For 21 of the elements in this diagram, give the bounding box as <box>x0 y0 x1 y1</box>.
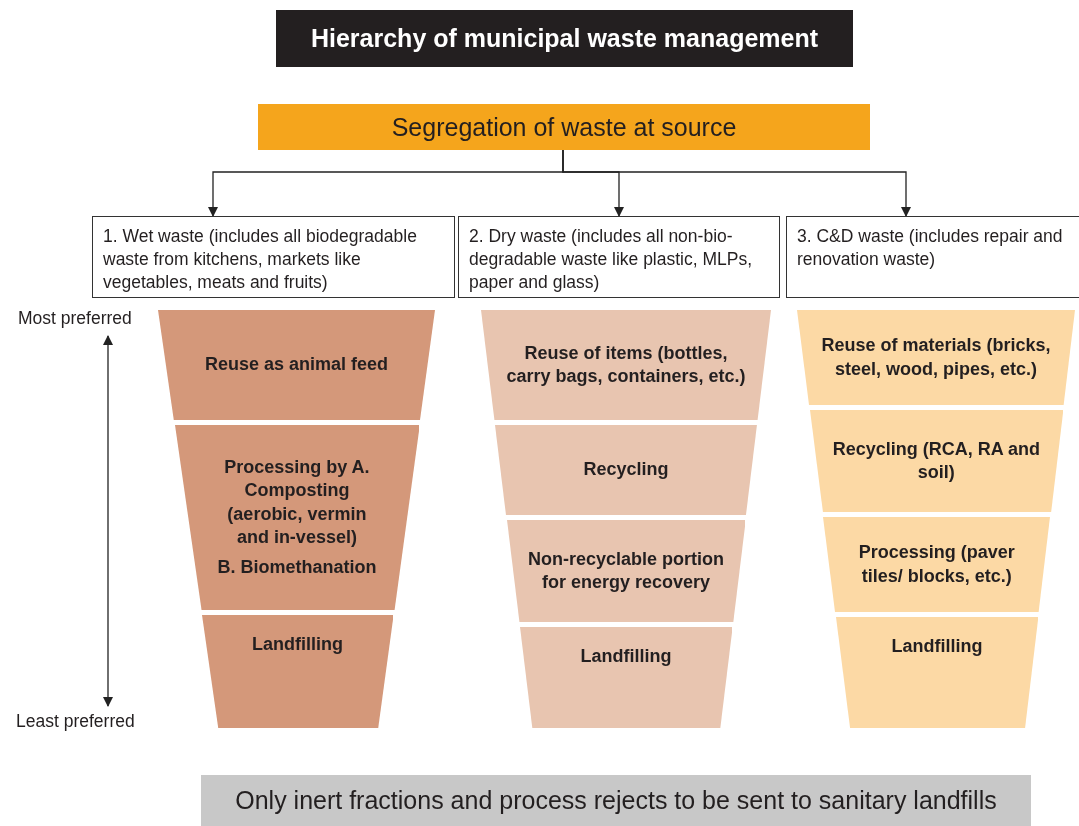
step-text: Landfilling <box>891 635 983 658</box>
step-text: Reuse of items (bottles, carry bags, containers, etc.) <box>505 341 747 388</box>
step-text: Reuse as animal feed <box>204 353 389 377</box>
step-text: Recycling (RCA, RA and soil) <box>831 437 1042 484</box>
category-box: 1. Wet waste (includes all biodegradable waste from kitchens, markets like vegetables, meats and fruits) <box>92 216 455 298</box>
step-text: Non-recyclable portion for energy recovery <box>527 547 725 594</box>
header-box: Segregation of waste at source <box>258 104 870 150</box>
step-text: Processing (paver tiles/ blocks, etc.) <box>857 541 1016 588</box>
step-text: Landfilling <box>252 633 344 656</box>
category-box: 2. Dry waste (includes all non-bio-degradable waste like plastic, MLPs, paper and glass) <box>458 216 780 298</box>
arrow <box>562 149 911 217</box>
scale-label: Least preferred <box>16 711 135 732</box>
step-text: Reuse of materials (bricks, steel, wood, pipes, etc.) <box>820 334 1052 381</box>
scale-label: Most preferred <box>18 308 132 329</box>
category-box: 3. C&D waste (includes repair and renovation waste) <box>786 216 1079 298</box>
step-text: B. Biomethanation <box>217 555 377 579</box>
step-text: Recycling <box>583 458 669 482</box>
title-banner: Hierarchy of municipal waste management <box>276 10 853 67</box>
note-box: Only inert fractions and process rejects to be sent to sanitary landfills <box>201 775 1031 826</box>
step-text: Processing by A. Composting (aerobic, vermin and in-vessel) <box>223 456 371 550</box>
step-text: Landfilling <box>580 645 672 668</box>
